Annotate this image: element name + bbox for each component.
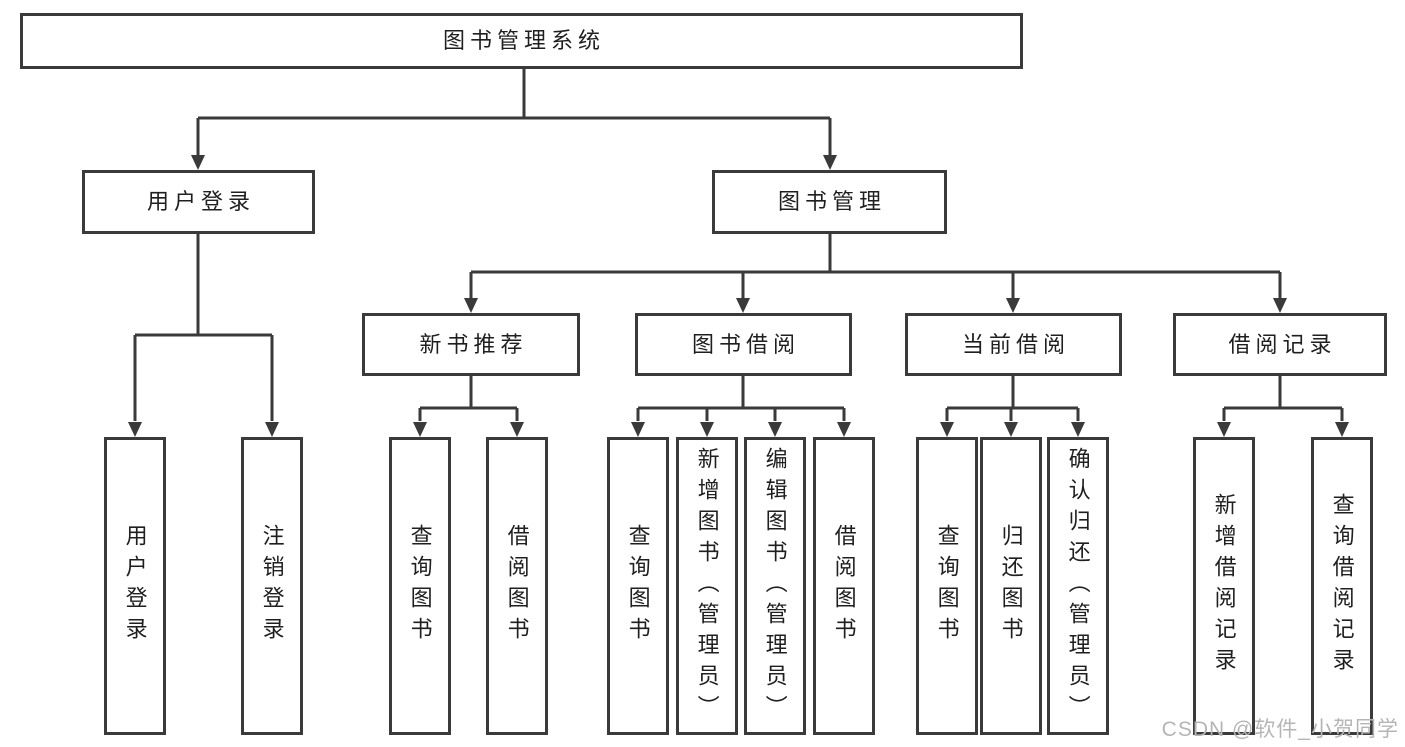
arrow-down-icon [1006,298,1020,313]
arrow-down-icon [700,422,714,437]
arrowhead-icons [128,155,1349,437]
node-new-book-recommend: 新书推荐 [362,313,580,376]
arrow-down-icon [510,422,524,437]
node-current-borrowing: 当前借阅 [905,313,1122,376]
node-user-login: 用户登录 [82,170,315,234]
node-library-management-system: 图书管理系统 [20,13,1023,69]
node-borrowing-records: 借阅记录 [1173,313,1387,376]
arrow-down-icon [464,298,478,313]
node-leaf-borrow-books-recommend: 借阅图书 [486,437,548,735]
arrow-down-icon [1004,422,1018,437]
connector-path [133,69,1344,421]
node-leaf-query-books-current: 查询图书 [916,437,978,735]
arrow-down-icon [940,422,954,437]
arrow-down-icon [1273,298,1287,313]
arrow-down-icon [837,422,851,437]
node-leaf-confirm-return-admin: 确认归还（管理员） [1047,437,1109,735]
arrow-down-icon [1071,422,1085,437]
arrow-down-icon [823,155,837,170]
node-book-borrowing: 图书借阅 [635,313,852,376]
arrow-down-icon [128,422,142,437]
arrow-down-icon [768,422,782,437]
node-leaf-logout: 注销登录 [241,437,303,735]
arrow-down-icon [736,298,750,313]
csdn-watermark: CSDN @软件_小贺同学 [1161,718,1399,741]
node-leaf-borrow-books: 借阅图书 [813,437,875,735]
arrow-down-icon [413,422,427,437]
node-leaf-add-books-admin: 新增图书（管理员） [676,437,738,735]
node-leaf-add-borrow-record: 新增借阅记录 [1193,437,1255,735]
arrow-down-icon [1217,422,1231,437]
arrow-down-icon [631,422,645,437]
node-leaf-query-books-borrowing: 查询图书 [607,437,669,735]
node-leaf-query-books-recommend: 查询图书 [389,437,451,735]
node-book-management: 图书管理 [712,170,947,234]
node-leaf-user-login: 用户登录 [104,437,166,735]
node-leaf-return-books: 归还图书 [980,437,1042,735]
node-leaf-query-borrow-record: 查询借阅记录 [1311,437,1373,735]
arrow-down-icon [265,422,279,437]
arrow-down-icon [191,155,205,170]
node-leaf-edit-books-admin: 编辑图书（管理员） [744,437,806,735]
arrow-down-icon [1335,422,1349,437]
